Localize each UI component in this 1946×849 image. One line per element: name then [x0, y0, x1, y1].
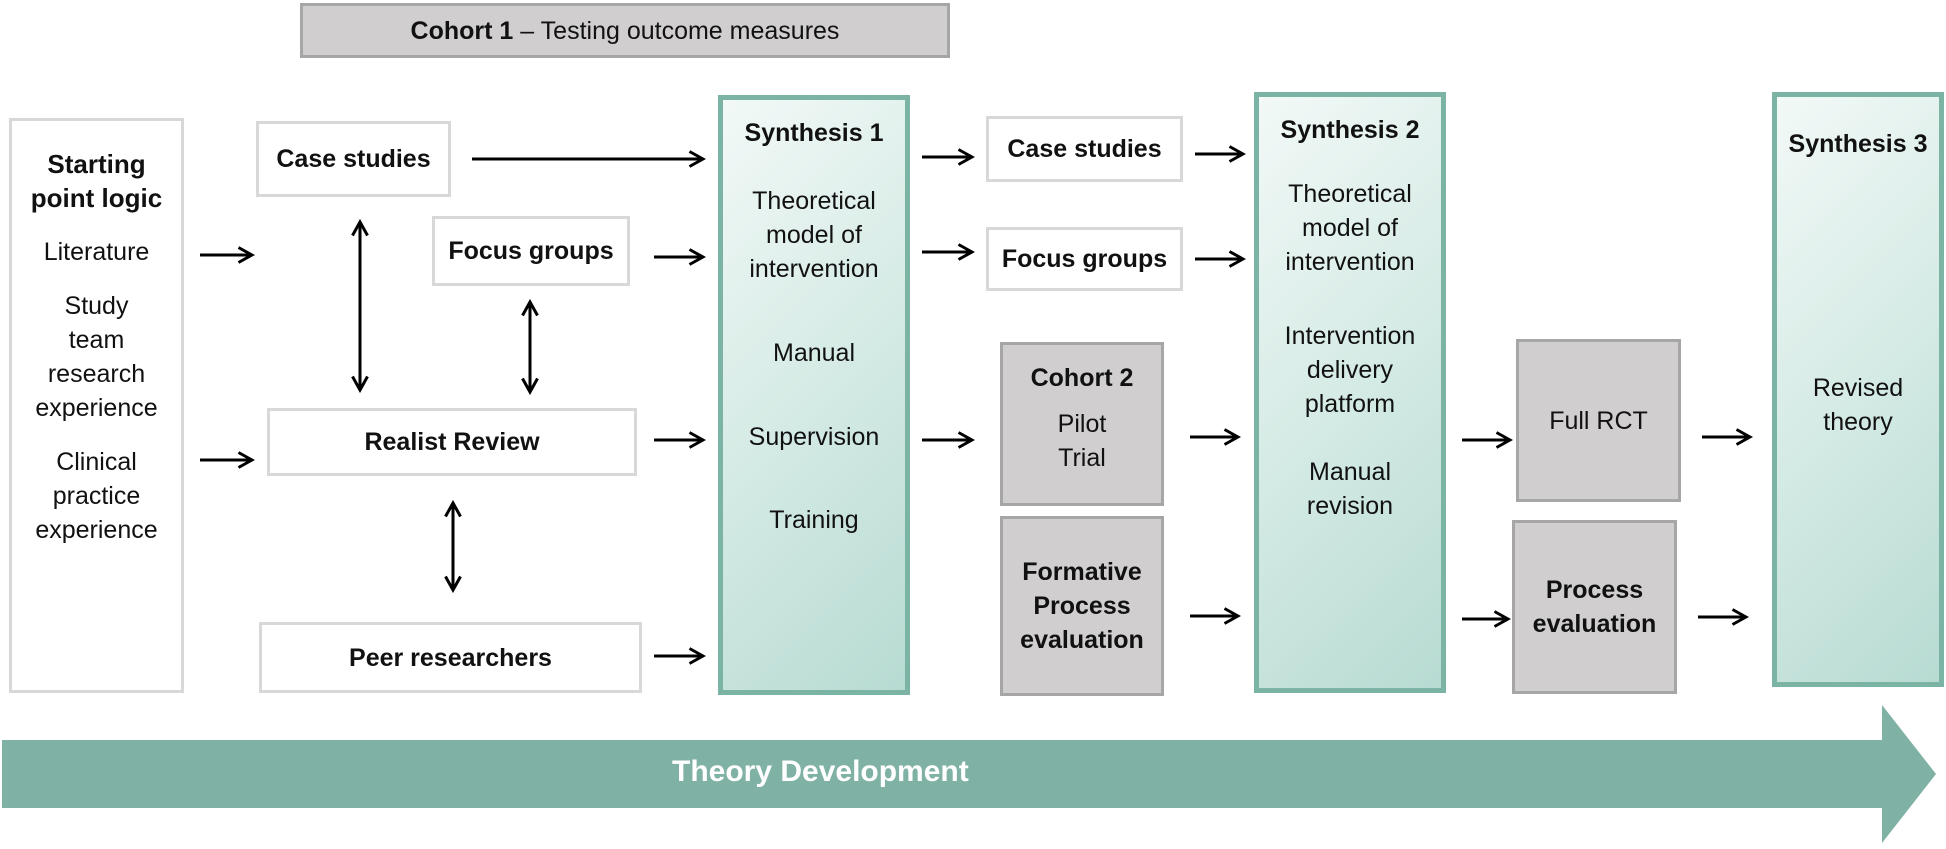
- focus-groups-box-1: Focus groups: [432, 216, 630, 286]
- cohort1-label: Cohort 1 – Testing outcome measures: [300, 3, 950, 58]
- pilot-trial-label: Pilot Trial: [1057, 410, 1107, 472]
- full-rct-box: Full RCT: [1516, 339, 1681, 502]
- cohort2-title: Cohort 2: [1030, 364, 1134, 392]
- cohort1-subtitle: – Testing outcome measures: [513, 16, 840, 45]
- clinical-practice-label: Clinical practice experience: [35, 448, 158, 544]
- focus-groups-box-2: Focus groups: [986, 227, 1183, 291]
- realist-review-box: Realist Review: [267, 408, 637, 476]
- synthesis-2-delivery: Intervention delivery platform: [1284, 322, 1416, 418]
- theory-development-label: Theory Development: [672, 755, 969, 788]
- formative-process-box: Formative Process evaluation: [1000, 516, 1164, 696]
- synthesis-2-manual-revision: Manual revision: [1306, 458, 1394, 520]
- literature-label: Literature: [43, 238, 150, 266]
- cohort2-pilot-box: Cohort 2 Pilot Trial: [1000, 342, 1164, 506]
- synthesis-3-title: Synthesis 3: [1788, 130, 1928, 158]
- synthesis-1-title: Synthesis 1: [744, 119, 884, 147]
- starting-point-box: Starting point logic Literature Study te…: [9, 118, 184, 693]
- peer-researchers-box: Peer researchers: [259, 622, 642, 693]
- study-team-label: Study team research experience: [35, 292, 158, 422]
- synthesis-3-box: Synthesis 3 Revised theory: [1772, 92, 1944, 687]
- synthesis-1-supervision: Supervision: [748, 423, 880, 451]
- theory-development-band: [2, 705, 1936, 843]
- synthesis-2-title: Synthesis 2: [1280, 116, 1420, 144]
- synthesis-1-box: Synthesis 1 Theoretical model of interve…: [718, 95, 910, 695]
- starting-point-title: Starting point logic: [30, 149, 163, 213]
- synthesis-2-box: Synthesis 2 Theoretical model of interve…: [1254, 92, 1446, 693]
- revised-theory-label: Revised theory: [1812, 374, 1904, 436]
- synthesis-2-model: Theoretical model of intervention: [1285, 180, 1415, 276]
- synthesis-1-manual: Manual: [773, 339, 855, 367]
- synthesis-1-model: Theoretical model of intervention: [749, 187, 879, 283]
- process-evaluation-box: Process evaluation: [1512, 520, 1677, 694]
- cohort1-title: Cohort 1: [410, 16, 514, 45]
- synthesis-1-training: Training: [769, 506, 859, 534]
- case-studies-box-1: Case studies: [256, 121, 451, 197]
- case-studies-box-2: Case studies: [986, 116, 1183, 182]
